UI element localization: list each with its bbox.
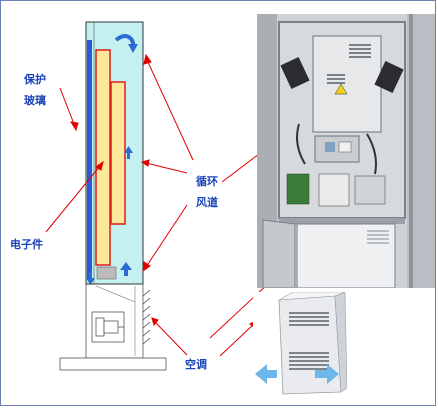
protective-glass-label: 保护 玻璃 — [24, 71, 46, 110]
up-airflow-arrow-mid — [124, 146, 133, 159]
air-conditioner-label: 空调 — [185, 356, 207, 374]
top-airflow-arrow — [114, 34, 136, 47]
base-block — [96, 266, 117, 280]
ac-photo-art — [253, 292, 347, 396]
protective-glass-bar — [87, 40, 92, 280]
vent-hatch — [142, 289, 151, 345]
electronics-label: 电子件 — [10, 236, 43, 254]
air-conditioner-photo — [253, 292, 347, 396]
circulation-label-line1: 循环 — [196, 175, 218, 188]
electronic-panel-back — [110, 81, 126, 225]
cabinet-interior-photo — [257, 14, 435, 288]
down-airflow-arrow — [86, 272, 95, 285]
circulation-label-line2: 风道 — [196, 196, 218, 209]
ac-section — [59, 283, 167, 371]
protective-glass-label-line2: 玻璃 — [24, 94, 46, 107]
air-conditioner-label-text: 空调 — [185, 358, 207, 371]
circulation-duct-label: 循环 风道 — [196, 173, 218, 212]
ac-inflow-arrow-right — [315, 364, 339, 384]
base-stand — [59, 357, 167, 371]
protective-glass-label-line1: 保护 — [24, 73, 46, 86]
ac-outflow-arrow-left — [255, 364, 277, 384]
up-airflow-arrow-low — [120, 262, 132, 276]
cabinet-photo-art — [257, 14, 435, 288]
electronics-label-text: 电子件 — [10, 238, 43, 251]
electronic-panel-front — [95, 49, 111, 266]
